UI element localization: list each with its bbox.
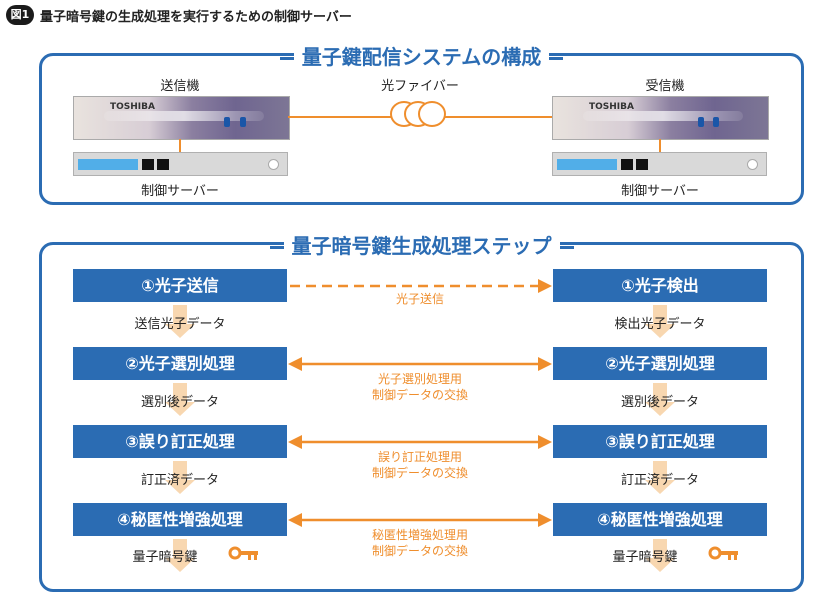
sender-label: 送信機	[160, 79, 200, 94]
sender-step-2: ②光子選別処理	[73, 347, 287, 380]
receiver-step-1: ①光子検出	[553, 269, 767, 302]
fiber-connector	[698, 117, 704, 127]
exchange-arrow-3	[288, 435, 552, 449]
flow-arrow-head	[165, 480, 195, 494]
fiber-label: 光ファイバー	[381, 79, 459, 94]
link-label-2: 光子選別処理用 制御データの交換	[313, 371, 527, 403]
system-config-title: 量子鍵配信システムの構成	[293, 45, 550, 69]
flow-arrow-head	[645, 324, 675, 338]
sender-step-4: ④秘匿性増強処理	[73, 503, 287, 536]
flow-arrow	[173, 461, 187, 481]
key-icon	[228, 546, 258, 560]
link-label-2-line1: 光子選別処理用	[377, 372, 462, 386]
server-indicator	[636, 159, 648, 170]
receiver-server	[552, 152, 767, 176]
server-power-led	[747, 159, 758, 170]
receiver-brand: TOSHIBA	[589, 102, 634, 112]
sender-server-link	[179, 139, 181, 153]
figure-tag: 図1	[6, 5, 34, 25]
receiver-label: 受信機	[645, 79, 685, 94]
sender-key-label: 量子暗号鍵	[132, 550, 198, 565]
link-label-4-line1: 秘匿性増強処理用	[371, 528, 468, 542]
fiber-coil-icon	[390, 101, 446, 127]
sender-brand: TOSHIBA	[110, 102, 155, 112]
receiver-step-4-output: 量子暗号鍵	[538, 546, 752, 565]
sender-step-1-output: 送信光子データ	[134, 317, 226, 332]
server-power-led	[268, 159, 279, 170]
server-indicator	[621, 159, 633, 170]
flow-arrow	[653, 305, 667, 325]
sender-step-3: ③誤り訂正処理	[73, 425, 287, 458]
receiver-server-link	[659, 139, 661, 153]
server-display	[78, 159, 138, 170]
sender-step-3-output: 訂正済データ	[140, 473, 219, 488]
device-light-streak	[583, 111, 743, 121]
flow-arrow-head	[165, 324, 195, 338]
flow-arrow	[653, 461, 667, 481]
receiver-step-4: ④秘匿性増強処理	[553, 503, 767, 536]
figure-title: 量子暗号鍵の生成処理を実行するための制御サーバー	[40, 10, 352, 25]
receiver-step-3: ③誤り訂正処理	[553, 425, 767, 458]
flow-arrow	[653, 539, 667, 559]
link-label-4-line2: 制御データの交換	[371, 544, 468, 558]
sender-server-label: 制御サーバー	[141, 184, 219, 199]
server-indicator	[157, 159, 169, 170]
receiver-step-2-output: 選別後データ	[620, 395, 699, 410]
link-label-2-line2: 制御データの交換	[371, 388, 468, 402]
sender-step-1: ①光子送信	[73, 269, 287, 302]
steps-title-wrap: 量子暗号鍵生成処理ステップ	[42, 230, 801, 259]
flow-arrow-head	[645, 558, 675, 572]
fiber-connector	[240, 117, 246, 127]
server-indicator	[142, 159, 154, 170]
receiver-server-label: 制御サーバー	[621, 184, 699, 199]
flow-arrow	[653, 383, 667, 403]
flow-arrow	[173, 539, 187, 559]
server-display	[557, 159, 617, 170]
sender-step-4-output: 量子暗号鍵	[58, 546, 272, 565]
flow-arrow-head	[165, 402, 195, 416]
flow-arrow-head	[165, 558, 195, 572]
link-label-1: 光子送信	[313, 291, 527, 307]
receiver-step-3-output: 訂正済データ	[620, 473, 699, 488]
flow-arrow	[173, 305, 187, 325]
flow-arrow-head	[645, 402, 675, 416]
key-icon	[708, 546, 738, 560]
link-label-3-line1: 誤り訂正処理用	[377, 450, 462, 464]
sender-server	[73, 152, 288, 176]
system-config-title-wrap: 量子鍵配信システムの構成	[42, 41, 801, 70]
link-label-3-line2: 制御データの交換	[371, 466, 468, 480]
fiber-connector	[224, 117, 230, 127]
exchange-arrow-4	[288, 513, 552, 527]
link-label-3: 誤り訂正処理用 制御データの交換	[313, 449, 527, 481]
photon-transmit-arrow	[290, 279, 552, 293]
flow-arrow-head	[645, 480, 675, 494]
sender-device: TOSHIBA	[73, 96, 290, 140]
fiber-connector	[713, 117, 719, 127]
receiver-step-2: ②光子選別処理	[553, 347, 767, 380]
steps-panel: 量子暗号鍵生成処理ステップ	[39, 234, 804, 592]
flow-arrow	[173, 383, 187, 403]
receiver-key-label: 量子暗号鍵	[612, 550, 678, 565]
receiver-device: TOSHIBA	[552, 96, 769, 140]
device-light-streak	[104, 111, 264, 121]
sender-step-2-output: 選別後データ	[140, 395, 219, 410]
link-label-4: 秘匿性増強処理用 制御データの交換	[313, 527, 527, 559]
receiver-step-1-output: 検出光子データ	[614, 317, 706, 332]
system-config-panel: 量子鍵配信システムの構成	[39, 45, 804, 205]
steps-title: 量子暗号鍵生成処理ステップ	[283, 234, 560, 258]
link-label-1-line1: 光子送信	[395, 292, 444, 306]
exchange-arrow-2	[288, 357, 552, 371]
